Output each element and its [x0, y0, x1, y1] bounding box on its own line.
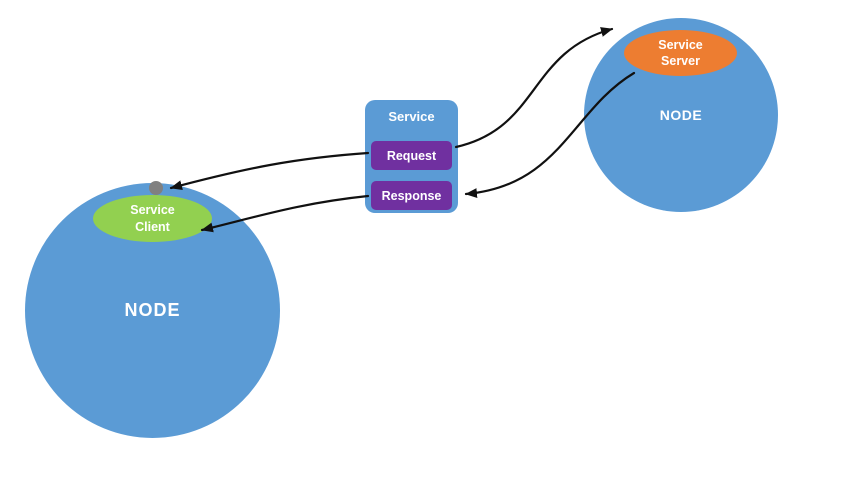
- service-client-label-line1: Service: [130, 203, 175, 218]
- response-label: Response: [381, 188, 442, 203]
- request-box: Request: [371, 141, 452, 170]
- response-box: Response: [371, 181, 452, 210]
- service-client-label-line2: Client: [135, 219, 170, 234]
- service-server-ellipse: Service Server: [624, 30, 737, 76]
- service-box-title: Service: [388, 109, 435, 124]
- right-node-label: NODE: [659, 107, 703, 123]
- request-label: Request: [386, 148, 437, 163]
- left-node-label: NODE: [124, 300, 181, 320]
- service-server-label-line1: Service: [658, 37, 703, 52]
- connection-dot: [149, 181, 163, 195]
- service-server-label-line2: Server: [661, 54, 700, 68]
- service-client-ellipse: Service Client: [93, 195, 212, 242]
- arrow-request-to-client: [169, 151, 370, 190]
- service-box: Service Request Response: [365, 100, 458, 213]
